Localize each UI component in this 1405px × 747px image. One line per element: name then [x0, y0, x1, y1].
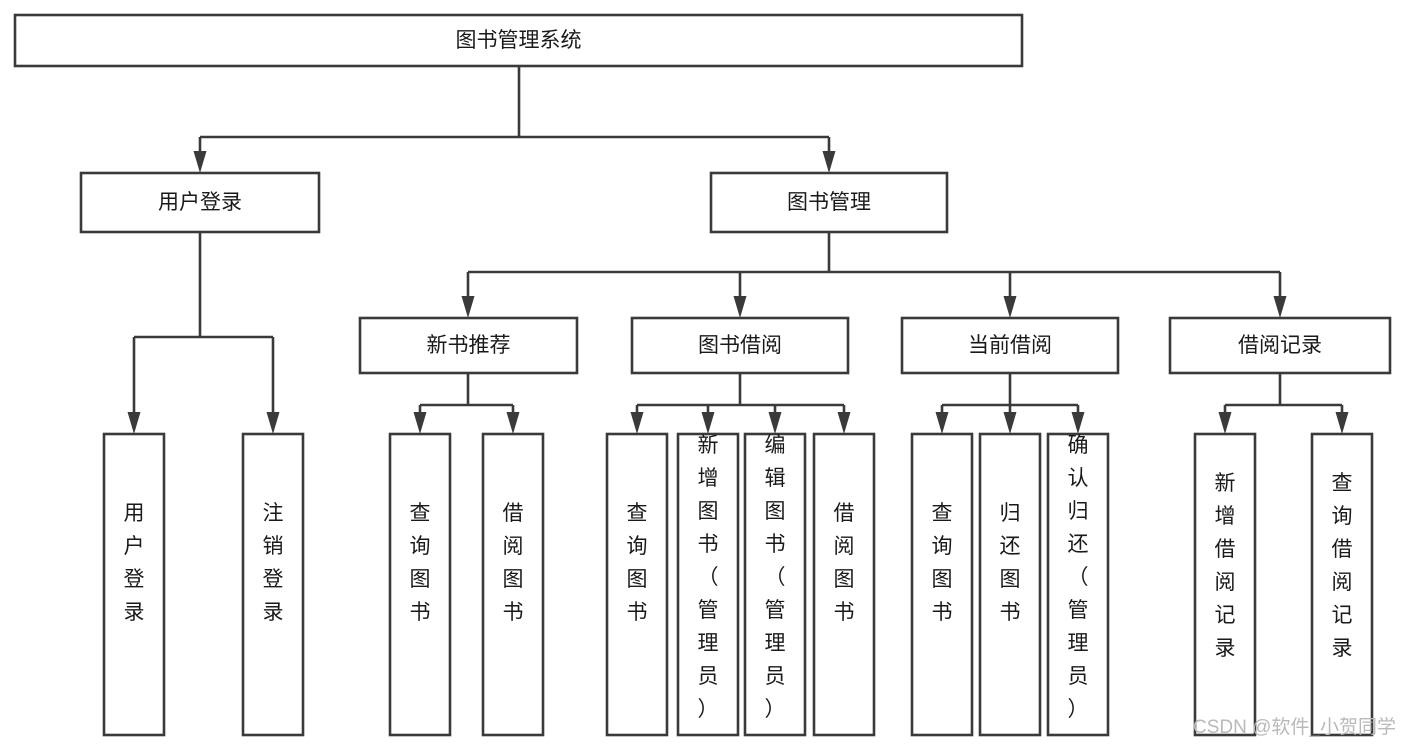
node-title[interactable]: 图书管理系统: [13, 13, 1024, 68]
node-new-book-recommend[interactable]: 新书推荐: [358, 316, 579, 375]
node-label: 查询借阅记录: [1332, 472, 1353, 660]
node-label: 新书推荐: [427, 334, 511, 357]
node-leaf-confirm-return-admin[interactable]: 确认归还（管理员）: [1046, 432, 1110, 737]
node-leaf-add-book-admin[interactable]: 新增图书（管理员）: [676, 432, 740, 737]
connector-book-manage-to-level2: [461, 232, 1287, 318]
watermark-label: CSDN @软件_小贺同学: [1193, 716, 1396, 738]
node-book-borrow[interactable]: 图书借阅: [630, 316, 850, 375]
node-borrow-record[interactable]: 借阅记录: [1168, 316, 1392, 375]
node-leaf-borrow-book-2[interactable]: 借阅图书: [812, 432, 876, 737]
node-label: 查询图书: [410, 502, 431, 624]
node-label: 归还图书: [1000, 502, 1021, 624]
node-label: 借阅图书: [503, 502, 524, 624]
node-leaf-query-book-3[interactable]: 查询图书: [910, 432, 974, 737]
connector-current-to-leaves: [935, 373, 1085, 434]
node-leaf-add-borrow-record[interactable]: 新增借阅记录: [1193, 432, 1257, 737]
connector-recommend-to-leaves: [413, 373, 520, 434]
node-leaf-logout[interactable]: 注销登录: [241, 432, 305, 737]
connector-root-to-level1: [193, 66, 836, 173]
node-user-login[interactable]: 用户登录: [79, 171, 321, 234]
node-leaf-return-book[interactable]: 归还图书: [978, 432, 1042, 737]
node-label: 图书管理: [787, 191, 871, 214]
connector-record-to-leaves: [1218, 373, 1349, 434]
node-label: 查询图书: [932, 502, 953, 624]
connector-user-login-to-leaves: [127, 232, 280, 434]
node-label: 用户登录: [158, 191, 242, 214]
node-leaf-user-login[interactable]: 用户登录: [102, 432, 166, 737]
connectors-layer: [127, 66, 1349, 434]
node-label: 当前借阅: [968, 334, 1052, 357]
connector-borrow-to-leaves: [630, 373, 851, 434]
node-leaf-borrow-book-1[interactable]: 借阅图书: [481, 432, 545, 737]
node-leaf-edit-book-admin[interactable]: 编辑图书（管理员）: [743, 432, 807, 737]
node-label: 查询图书: [627, 502, 648, 624]
node-label: 图书借阅: [698, 334, 782, 357]
node-label: 新增借阅记录: [1215, 472, 1236, 660]
node-label: 确认归还（管理员）: [1068, 434, 1089, 721]
node-label: 注销登录: [263, 502, 284, 624]
node-label: 借阅记录: [1238, 334, 1322, 357]
node-label: 用户登录: [124, 502, 145, 624]
node-label: 借阅图书: [834, 502, 855, 624]
node-leaf-query-borrow-record[interactable]: 查询借阅记录: [1310, 432, 1374, 737]
nodes-layer: 图书管理系统用户登录图书管理新书推荐图书借阅当前借阅借阅记录用户登录注销登录查询…: [13, 13, 1392, 737]
node-label: 图书管理系统: [456, 29, 582, 52]
node-leaf-query-book-1[interactable]: 查询图书: [388, 432, 452, 737]
node-leaf-query-book-2[interactable]: 查询图书: [605, 432, 669, 737]
node-current-borrow[interactable]: 当前借阅: [900, 316, 1120, 375]
node-label: 编辑图书（管理员）: [765, 434, 786, 721]
node-book-manage[interactable]: 图书管理: [709, 171, 949, 234]
node-label: 新增图书（管理员）: [698, 434, 719, 721]
